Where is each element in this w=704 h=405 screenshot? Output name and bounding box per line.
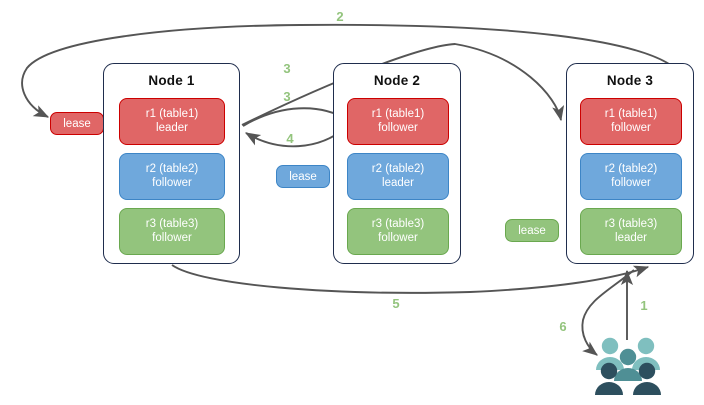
lease-label: lease <box>289 170 317 183</box>
lease-chip-blue[interactable]: lease <box>276 165 330 188</box>
replica-name: r1 (table1) <box>145 108 199 120</box>
replica-node3-r3[interactable]: r3 (table3) leader <box>580 208 682 255</box>
replica-role: leader <box>156 121 188 134</box>
node-box-node3[interactable]: Node 3 r1 (table1) follower r2 (table2) … <box>566 63 694 264</box>
step-label-4: 4 <box>286 131 294 146</box>
replica-node3-r2[interactable]: r2 (table2) follower <box>580 153 682 200</box>
arrow-step-5 <box>171 264 650 294</box>
replica-name: r3 (table3) <box>371 218 425 230</box>
replica-role: follower <box>152 176 192 189</box>
replica-name: r3 (table3) <box>145 218 199 230</box>
step-label-2: 2 <box>336 9 344 24</box>
replica-role: follower <box>378 231 418 244</box>
users-group-icon <box>595 337 661 395</box>
node-box-node2[interactable]: Node 2 r1 (table1) follower r2 (table2) … <box>333 63 461 264</box>
replica-role: leader <box>615 231 647 244</box>
step-label-3b: 3 <box>283 89 291 104</box>
replica-node1-r1[interactable]: r1 (table1) leader <box>119 98 225 145</box>
replica-node2-r2[interactable]: r2 (table2) leader <box>347 153 449 200</box>
replica-name: r1 (table1) <box>604 108 658 120</box>
replica-node2-r1[interactable]: r1 (table1) follower <box>347 98 449 145</box>
step-label-6: 6 <box>559 319 567 334</box>
replica-node1-r3[interactable]: r3 (table3) follower <box>119 208 225 255</box>
lease-chip-red[interactable]: lease <box>50 112 104 135</box>
lease-label: lease <box>63 117 91 130</box>
node-title: Node 3 <box>606 73 654 88</box>
replica-name: r1 (table1) <box>371 108 425 120</box>
lease-chip-green[interactable]: lease <box>505 219 559 242</box>
step-label-3a: 3 <box>283 61 291 76</box>
node-box-node1[interactable]: Node 1 r1 (table1) leader r2 (table2) fo… <box>103 63 240 264</box>
node-title: Node 2 <box>373 73 421 88</box>
node-title: Node 1 <box>148 73 195 88</box>
replica-role: follower <box>611 176 651 189</box>
step-label-1: 1 <box>640 298 648 313</box>
replica-node1-r2[interactable]: r2 (table2) follower <box>119 153 225 200</box>
replica-name: r2 (table2) <box>145 163 199 175</box>
replica-role: follower <box>611 121 651 134</box>
replica-role: leader <box>382 176 414 189</box>
lease-label: lease <box>518 224 546 237</box>
replica-name: r2 (table2) <box>604 163 658 175</box>
replica-node3-r1[interactable]: r1 (table1) follower <box>580 98 682 145</box>
step-label-5: 5 <box>392 296 400 311</box>
replica-role: follower <box>152 231 192 244</box>
replica-role: follower <box>378 121 418 134</box>
replica-name: r2 (table2) <box>371 163 425 175</box>
replica-name: r3 (table3) <box>604 218 658 230</box>
replica-node2-r3[interactable]: r3 (table3) follower <box>347 208 449 255</box>
